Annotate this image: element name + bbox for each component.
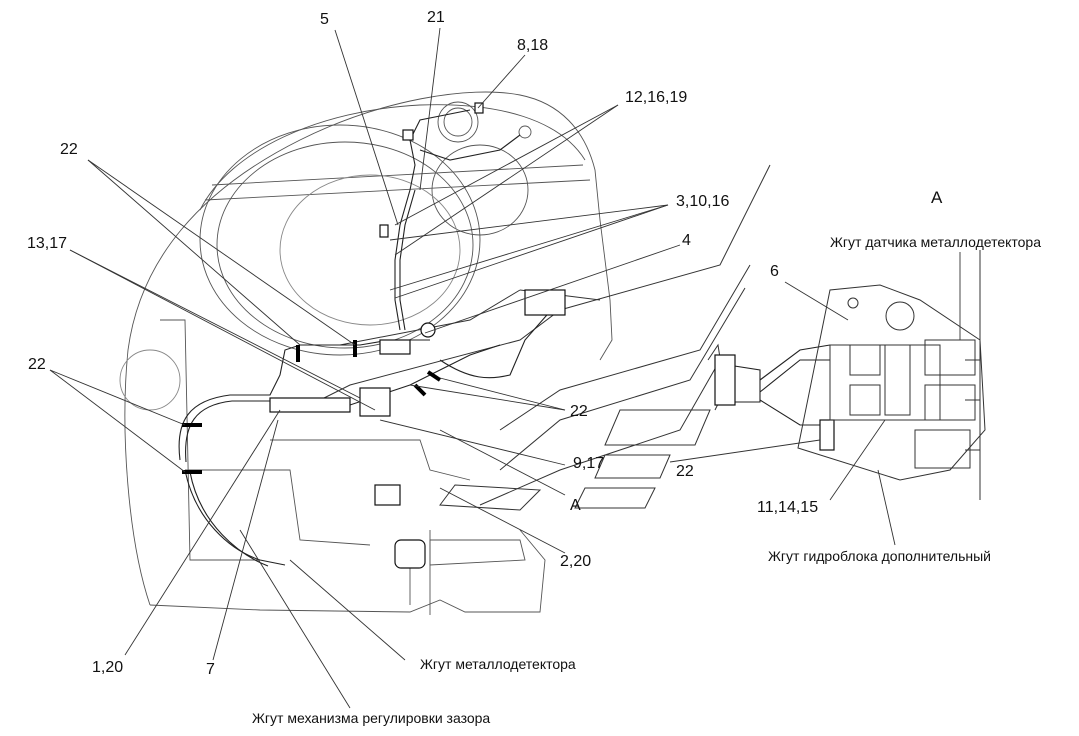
callout-22-left: 22 — [28, 356, 46, 373]
callout-22-top: 22 — [60, 141, 78, 158]
callout-6: 6 — [770, 263, 779, 280]
callout-12-16-19: 12,16,19 — [625, 89, 688, 106]
callout-3-10-16: 3,10,16 — [676, 193, 730, 210]
callout-13-17: 13,17 — [27, 235, 68, 252]
callout-5: 5 — [320, 11, 329, 28]
clamps — [182, 340, 442, 474]
view-a-title: A — [931, 188, 943, 207]
label-hydroblock-additional-harness: Жгут гидроблока дополнительный — [768, 548, 992, 564]
callout-22-right: 22 — [676, 463, 694, 480]
callout-22-mid: 22 — [570, 403, 588, 420]
callout-21: 21 — [427, 9, 445, 26]
drum-shapes — [119, 101, 532, 411]
callout-4: 4 — [682, 232, 691, 249]
callout-11-14-15: 11,14,15 — [757, 499, 819, 516]
callout-2-20: 2,20 — [560, 553, 592, 570]
callout-9-17: 9,17 — [573, 455, 605, 472]
callout-a-main: A — [570, 497, 581, 514]
connectors — [269, 102, 835, 569]
machine-body-outline — [124, 91, 613, 615]
callout-8-18: 8,18 — [517, 37, 549, 54]
harness-cables — [178, 109, 831, 567]
label-metal-detector-sensor-harness: Жгут датчика металлодетектора — [830, 234, 1042, 250]
view-a-assembly — [797, 250, 986, 500]
label-metal-detector-harness: Жгут металлодетектора — [420, 656, 576, 672]
callout-1-20: 1,20 — [92, 659, 124, 676]
stepped-panels — [299, 164, 771, 511]
leader-lines — [49, 27, 961, 709]
label-gap-adjust-harness: Жгут механизма регулировки зазора — [252, 710, 491, 726]
callout-7: 7 — [206, 661, 215, 678]
